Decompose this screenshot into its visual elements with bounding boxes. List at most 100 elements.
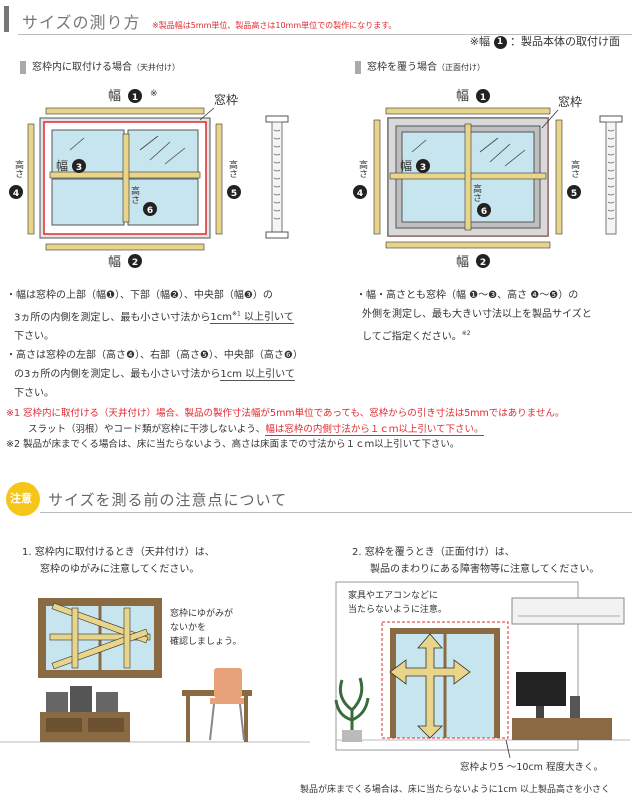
inside-subtitle-small: （天井付け） xyxy=(132,63,180,72)
glass-pane xyxy=(469,131,535,175)
inside-text-line: 下さい。 xyxy=(14,388,54,400)
step1-illustration: 窓枠にゆがみが ないかを 確認しましょう。 xyxy=(0,598,310,743)
num-circle xyxy=(128,89,142,103)
step1-line: 窓枠のゆがみに注意してください。 xyxy=(40,564,200,575)
legend-suffix: ：製品本体の取付け面 xyxy=(510,35,620,48)
blind-side-view xyxy=(271,121,283,233)
blind-headrail xyxy=(599,115,623,123)
caution-1b: スラット（羽根）やコード類が窓枠に干渉しないよう、幅は窓枠の内側寸法から１ｃｍ以… xyxy=(6,422,636,438)
num-3: 3 xyxy=(420,163,426,173)
measure-bar-left xyxy=(27,123,35,235)
measure-bar-v xyxy=(123,607,131,669)
label-height-right: 高さ xyxy=(569,159,580,178)
label-width-mid: 幅 xyxy=(56,158,68,173)
num-3: 3 xyxy=(76,163,82,173)
subtitle-mark xyxy=(355,60,361,74)
caution-notes: ※1 窓枠内に取付ける（天井付け）場合、製品の製作寸法幅が5mm単位であっても、… xyxy=(6,406,636,453)
cabinet-drawer xyxy=(46,718,82,732)
blind-headrail xyxy=(265,115,289,123)
num-6: 6 xyxy=(481,207,487,217)
num-6: 6 xyxy=(147,206,153,216)
measure-bar-bottom xyxy=(385,241,551,249)
measure-bar-bottom xyxy=(45,243,205,251)
num-4: 4 xyxy=(357,189,363,199)
desk-leg xyxy=(186,696,190,742)
bubble-line: 確認しましょう。 xyxy=(170,635,241,647)
glass-pane xyxy=(401,177,467,223)
chair-back xyxy=(214,668,242,698)
num-5: 5 xyxy=(231,189,237,199)
label-height-center: 高さ xyxy=(471,183,482,202)
obstacle-line: 当たらないように注意。 xyxy=(348,603,447,615)
caution-bulb-icon xyxy=(6,482,40,516)
room-wall xyxy=(335,581,579,751)
outside-mount-diagram: 幅 1 窓枠 幅 3 幅 2 高さ 4 高さ 5 高さ 6 xyxy=(353,89,623,270)
measure-bar-right xyxy=(215,123,223,235)
num-4: 4 xyxy=(13,189,19,199)
header-note: ※製品幅は5mm単位、製品高さは10mm単位での製作になります。 xyxy=(152,21,397,30)
star-mark: ※ xyxy=(150,89,158,99)
header-bar xyxy=(4,6,9,32)
glass-reflection xyxy=(69,135,186,165)
measure-bar-left xyxy=(373,119,381,235)
label-height-center: 高さ xyxy=(129,185,140,204)
glass-pane xyxy=(401,131,467,175)
outside-text-line: してご指定ください。※2 xyxy=(356,324,640,346)
label-width-bottom: 幅 xyxy=(456,255,469,270)
label-height-left: 高さ xyxy=(13,159,24,178)
plant-pot xyxy=(342,730,362,742)
label-frame: 窓枠 xyxy=(558,94,582,109)
caution-1: ※1 窓枠内に取付ける（天井付け）場合、製品の製作寸法幅が5mm単位であっても、… xyxy=(6,408,565,419)
step2-text: 2. 窓枠を覆うとき（正面付け）は、 製品のまわりにある障害物等に注意してくださ… xyxy=(352,544,599,578)
inside-instructions: ・幅は窓枠の上部（幅❶）、下部（幅❷）、中央部（幅❸）の 3ヵ所の内側を測定し、… xyxy=(6,286,326,403)
obstacle-line: 家具やエアコンなどに xyxy=(348,589,438,601)
num-circle xyxy=(227,185,241,199)
num-1: 1 xyxy=(132,93,138,103)
inside-text-line: ・高さは窓枠の左部（高さ❹）、右部（高さ❺）、中央部（高さ❻） xyxy=(6,350,303,362)
inside-subtitle: 窓枠内に取付ける場合（天井付け） xyxy=(20,58,180,74)
label-width-mid: 幅 xyxy=(400,158,412,173)
cabinet-drawer xyxy=(88,718,124,732)
legend-prefix: ※幅 xyxy=(469,35,490,48)
bubble-line: 窓枠にゆがみが xyxy=(170,607,233,619)
outside-text-line: ・幅・高さとも窓枠（幅 ❶〜❸、高さ ❹〜❺）の xyxy=(356,290,579,301)
step2-line: 2. 窓枠を覆うとき（正面付け）は、 xyxy=(352,547,515,558)
margin-note: 窓枠より5 〜10cm 程度大きく。 xyxy=(460,761,603,773)
plant-leaves xyxy=(334,677,370,740)
num-2: 2 xyxy=(132,258,138,268)
tv-stand-neck xyxy=(536,706,544,718)
num-circle xyxy=(72,159,86,173)
inside-text-line: 3ヵ所の内側を測定し、最も小さい寸法から1cm※1 以上引いて xyxy=(6,305,326,327)
outside-sup: ※2 xyxy=(461,330,471,337)
label-height-left: 高さ xyxy=(357,159,368,178)
inside-text-part: の3ヵ所の内側を測定し、最も小さい寸法から xyxy=(14,369,221,381)
glass-pane xyxy=(51,178,125,226)
num-circle xyxy=(9,185,23,199)
inside-text-part: 1cm xyxy=(210,312,232,324)
inside-text-line: の3ヵ所の内側を測定し、最も小さい寸法から1cm 以上引いて xyxy=(6,365,326,384)
outside-text-part: してご指定ください。 xyxy=(362,331,462,343)
measure-bar-h xyxy=(49,633,151,641)
num-circle xyxy=(477,203,491,217)
tv-stand xyxy=(512,718,612,740)
step2-illustration: 家具やエアコンなどに 当たらないように注意。 窓枠より5 〜10cm 程度大きく… xyxy=(334,581,630,773)
bubble-line: ないかを xyxy=(170,622,206,633)
inside-text-line: 下さい。 xyxy=(14,331,54,343)
frame-pointer xyxy=(541,109,559,129)
section2-title: サイズを測る前の注意点について xyxy=(48,491,288,509)
frame-pointer xyxy=(199,107,215,121)
legend-note: ※幅 1 ：製品本体の取付け面 xyxy=(470,33,620,49)
measure-bar-right xyxy=(555,119,563,235)
step2-line: 製品のまわりにある障害物等に注意してください。 xyxy=(370,564,600,575)
page-title: サイズの測り方 xyxy=(22,13,141,32)
measure-bar-top xyxy=(45,107,205,115)
speaker xyxy=(46,692,68,712)
num-circle xyxy=(128,254,142,268)
inside-text-line: ・幅は窓枠の上部（幅❶）、下部（幅❷）、中央部（幅❸）の xyxy=(6,290,273,301)
measure-bar-top xyxy=(385,107,551,115)
outside-text-line: 外側を測定し、最も大きい寸法以上を製品サイズと xyxy=(362,309,592,320)
inside-mount-diagram: 幅 1 ※ 窓枠 幅 3 幅 2 高さ 4 高さ 5 高さ 6 xyxy=(9,89,289,270)
outside-subtitle: 窓枠を覆う場合（正面付け） xyxy=(355,58,485,74)
blind-side-view xyxy=(605,121,617,235)
desk-leg xyxy=(244,696,248,742)
